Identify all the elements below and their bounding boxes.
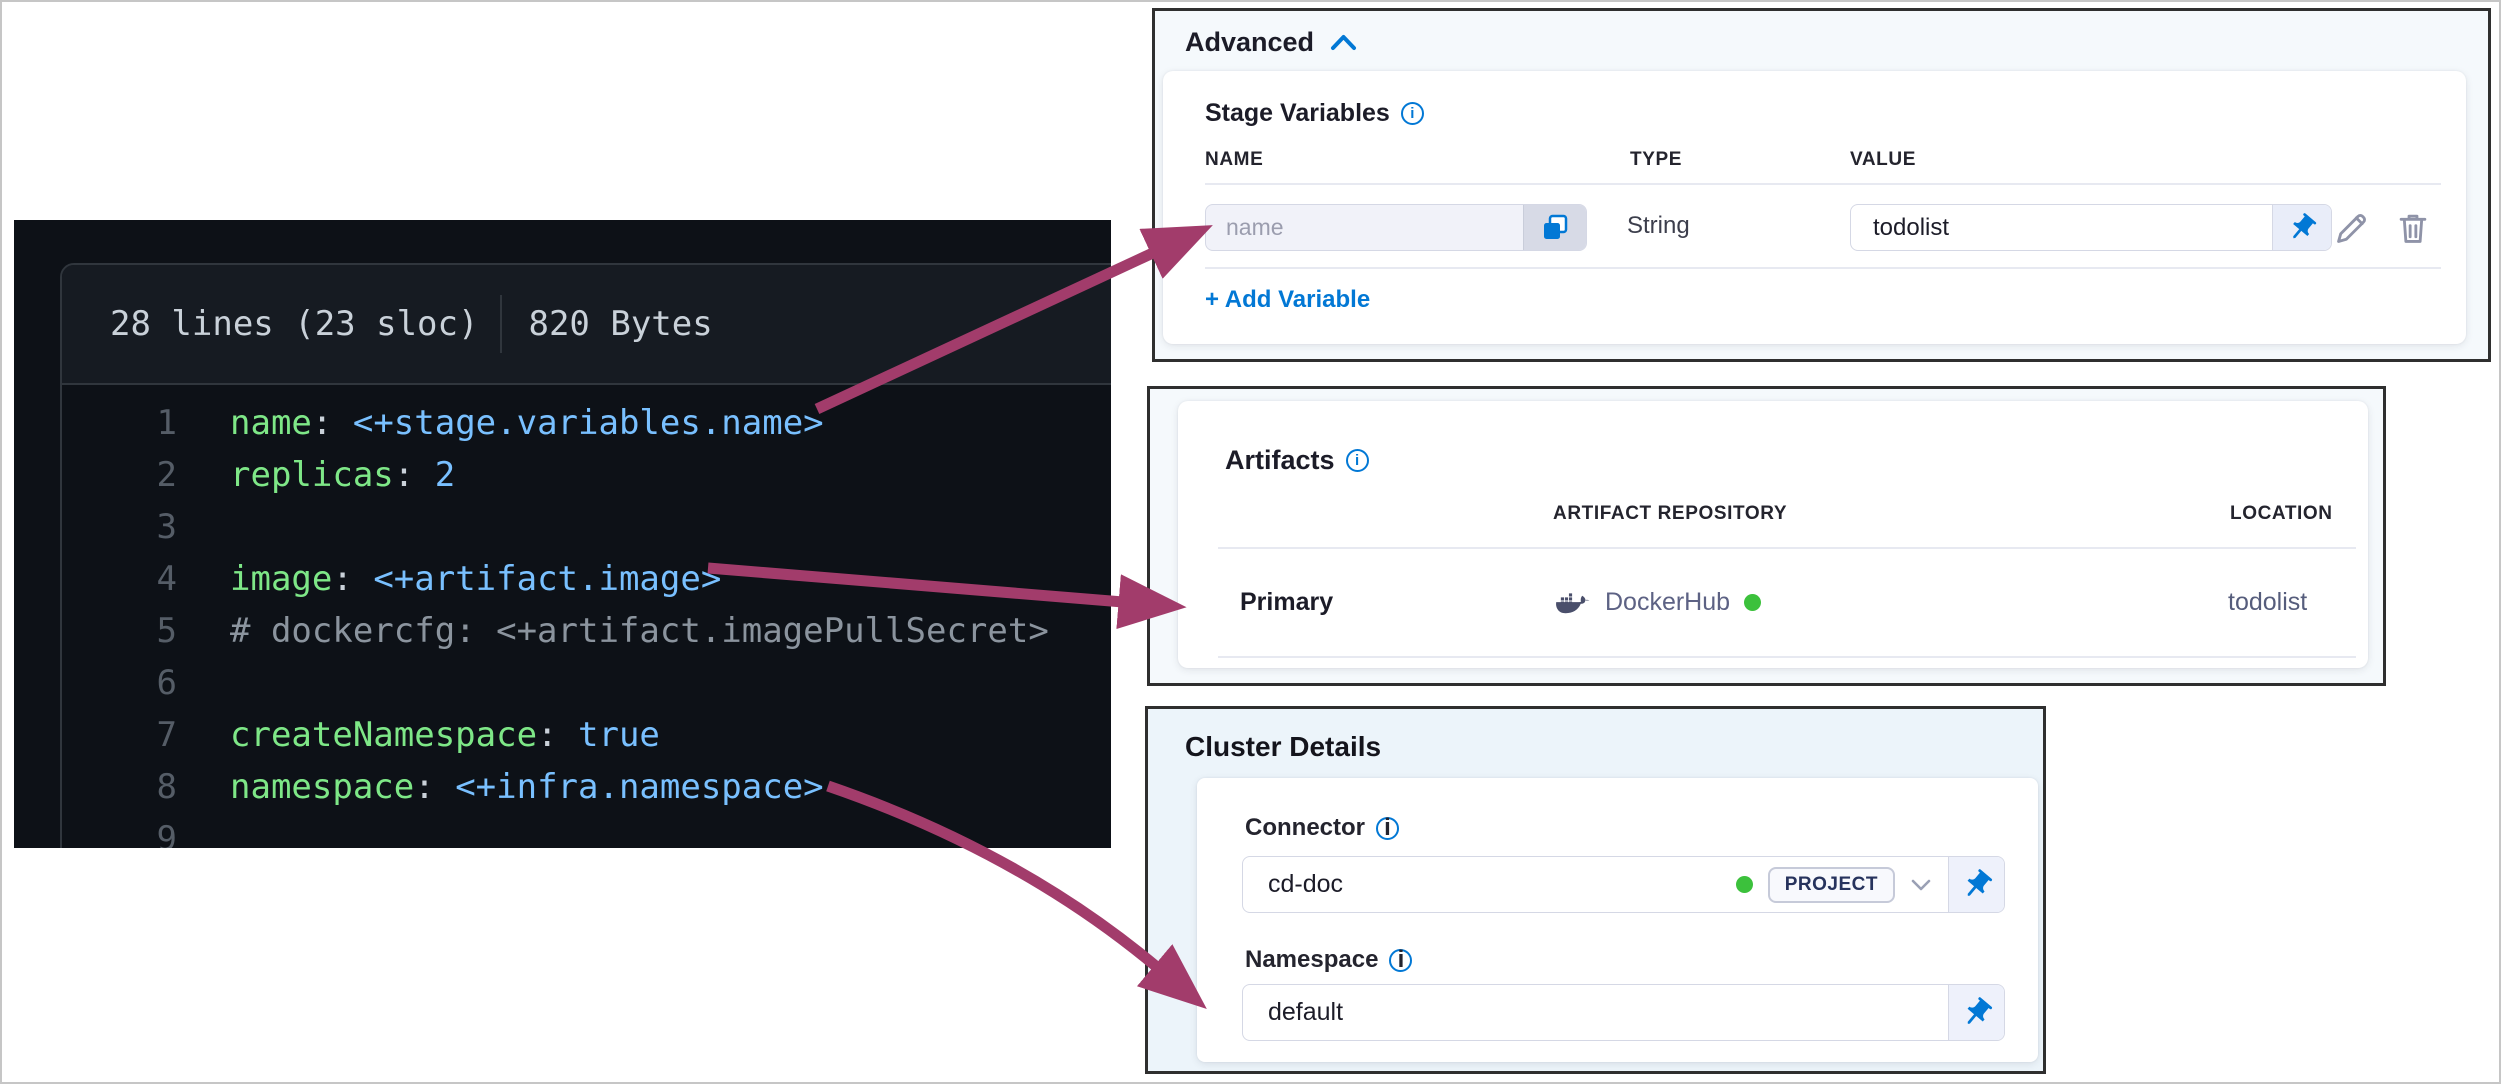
artifact-row[interactable]: Primary DockerHub todolist	[1218, 548, 2356, 656]
line-number: 8	[156, 767, 177, 807]
connectivity-status-dot	[1744, 593, 1762, 611]
connector-label: Connector	[1245, 814, 1365, 841]
chevron-up-icon	[1331, 35, 1357, 50]
namespace-label: Namespace	[1245, 946, 1379, 973]
add-variable-link[interactable]: + Add Variable	[1205, 286, 1371, 313]
artifacts-title: Artifacts	[1225, 445, 1335, 475]
advanced-toggle[interactable]: Advanced	[1185, 27, 1357, 58]
connector-value: cd-doc	[1268, 870, 1344, 898]
code-line: 6	[62, 657, 1111, 709]
column-value: VALUE	[1850, 149, 1916, 170]
copy-button[interactable]	[1523, 205, 1586, 250]
docker-whale-icon	[1556, 593, 1590, 614]
divider	[1205, 183, 2441, 185]
pin-button[interactable]	[2272, 205, 2331, 250]
code-file-box: 28 lines (23 sloc) 820 Bytes 1 name: <+st…	[60, 263, 1111, 848]
divider	[1205, 267, 2441, 269]
pin-icon	[1967, 996, 1992, 1024]
variable-row: name String todolist	[1205, 185, 2441, 266]
copy-icon	[1544, 214, 1568, 239]
column-artifact-repository: ARTIFACT REPOSITORY	[1553, 503, 1788, 524]
pin-icon	[1967, 868, 1992, 896]
connector-input[interactable]: cd-doc PROJECT	[1242, 856, 2005, 913]
line-content: replicas: 2	[230, 455, 456, 495]
artifacts-panel: Artifacts i ARTIFACT REPOSITORY LOCATION…	[1147, 386, 2386, 686]
cluster-details-panel: Cluster Details Connector i cd-doc PROJE…	[1145, 706, 2046, 1074]
chevron-down-icon[interactable]	[1910, 878, 1932, 892]
code-file-header: 28 lines (23 sloc) 820 Bytes	[62, 265, 1111, 385]
edit-variable-button[interactable]	[2330, 206, 2374, 250]
pin-button[interactable]	[1948, 985, 2004, 1040]
stage-variables-card: Stage Variables i NAME TYPE VALUE name S…	[1163, 71, 2466, 344]
stage-variables-label: Stage Variables	[1205, 99, 1390, 127]
line-number: 3	[156, 507, 177, 547]
namespace-input[interactable]: default	[1242, 984, 2005, 1041]
advanced-title: Advanced	[1185, 27, 1315, 57]
info-icon[interactable]: i	[1400, 102, 1424, 125]
line-number: 4	[156, 559, 177, 599]
variable-type: String	[1627, 211, 1690, 239]
artifact-location: todolist	[2228, 587, 2308, 616]
scope-tag: PROJECT	[1767, 866, 1895, 903]
line-number: 1	[156, 403, 177, 443]
code-lines: 1 name: <+stage.variables.name> 2 replicas:…	[62, 385, 1111, 848]
code-line: 2 replicas: 2	[62, 449, 1111, 501]
header-divider	[500, 295, 503, 353]
divider	[1218, 547, 2356, 549]
line-content	[177, 501, 230, 553]
code-editor: 28 lines (23 sloc) 820 Bytes 1 name: <+st…	[14, 220, 1111, 848]
cluster-details-title: Cluster Details	[1185, 731, 1382, 762]
divider	[1218, 656, 2356, 658]
namespace-value: default	[1268, 998, 1344, 1026]
line-number: 6	[156, 663, 177, 703]
cluster-details-card: Connector i cd-doc PROJECT Na	[1197, 778, 2038, 1062]
line-content: namespace: <+infra.namespace>	[230, 767, 824, 807]
info-icon[interactable]: i	[1389, 946, 1413, 973]
column-type: TYPE	[1630, 149, 1683, 170]
code-line: 5 # dockercfg: <+artifact.imagePullSecret…	[62, 605, 1111, 657]
code-line: 4 image: <+artifact.image>	[62, 553, 1111, 605]
connectivity-status-dot	[1735, 876, 1753, 893]
line-number: 7	[156, 715, 177, 755]
code-line: 3	[62, 501, 1111, 553]
line-content: # dockercfg: <+artifact.imagePullSecret>	[230, 611, 1049, 651]
line-content: name: <+stage.variables.name>	[230, 403, 824, 443]
code-lines-info: 28 lines (23 sloc)	[110, 304, 479, 344]
code-size-info: 820 Bytes	[528, 304, 713, 344]
line-content: image: <+artifact.image>	[230, 559, 722, 599]
code-line: 1 name: <+stage.variables.name>	[62, 397, 1111, 449]
pin-button[interactable]	[1948, 857, 2004, 912]
artifacts-card: Artifacts i ARTIFACT REPOSITORY LOCATION…	[1178, 401, 2368, 668]
variables-table-header: NAME TYPE VALUE	[1205, 149, 2441, 179]
code-line: 9	[62, 813, 1111, 848]
line-number: 5	[156, 611, 177, 651]
pin-icon	[2293, 212, 2317, 238]
delete-variable-button[interactable]	[2391, 206, 2435, 250]
column-location: LOCATION	[2230, 503, 2333, 524]
variable-name-input[interactable]: name	[1205, 204, 1587, 251]
artifact-repository-name: DockerHub	[1605, 587, 1731, 616]
line-content: createNamespace: true	[230, 715, 660, 755]
code-line: 8 namespace: <+infra.namespace>	[62, 761, 1111, 813]
line-number: 9	[156, 819, 177, 848]
column-name: NAME	[1205, 149, 1264, 170]
info-icon[interactable]: i	[1345, 449, 1369, 472]
variable-value-text: todolist	[1873, 213, 1950, 241]
trash-icon	[2399, 214, 2427, 243]
artifact-label: Primary	[1240, 587, 1334, 616]
variable-value-input[interactable]: todolist	[1850, 204, 2332, 251]
info-icon[interactable]: i	[1376, 814, 1399, 841]
variable-name-placeholder: name	[1226, 214, 1284, 240]
line-content	[177, 657, 230, 709]
line-content	[177, 813, 230, 848]
advanced-panel: Advanced Stage Variables i NAME TYPE VAL…	[1152, 8, 2491, 362]
pencil-icon	[2337, 214, 2366, 243]
artifact-repository: DockerHub	[1555, 548, 1762, 656]
line-number: 2	[156, 455, 177, 495]
code-line: 7 createNamespace: true	[62, 709, 1111, 761]
